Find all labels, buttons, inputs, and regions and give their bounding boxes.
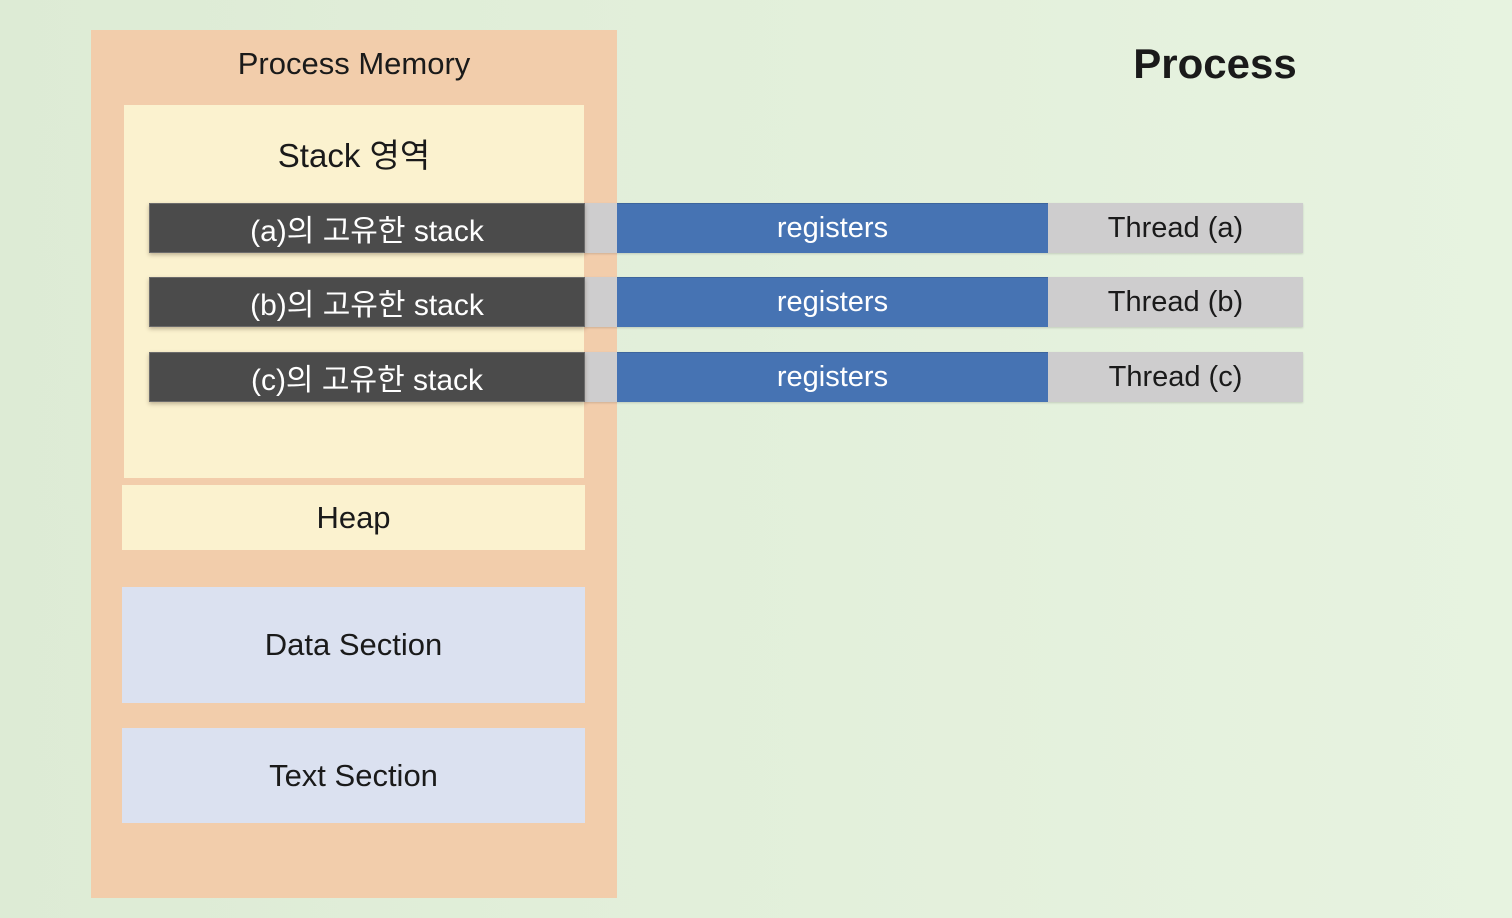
process-memory-title: Process Memory (237, 46, 471, 81)
stack-region-label: Stack 영역 (277, 137, 431, 174)
process-memory-box: Process Memory Stack 영역 Heap Data Sectio… (91, 30, 617, 898)
data-section-box: Data Section (122, 587, 585, 703)
heap-box: Heap (122, 485, 585, 550)
thread-row-a: (a)의 고유한 stack registers Thread (a) (0, 203, 1512, 253)
registers-bar-b: registers (617, 277, 1048, 327)
thread-label-b: Thread (b) (1107, 285, 1244, 318)
thread-label-a: Thread (a) (1107, 211, 1244, 244)
thread-row-c: (c)의 고유한 stack registers Thread (c) (0, 352, 1512, 402)
thread-row-b: (b)의 고유한 stack registers Thread (b) (0, 277, 1512, 327)
text-section-box: Text Section (122, 728, 585, 823)
registers-bar-a: registers (617, 203, 1048, 253)
thread-label-c: Thread (c) (1108, 360, 1243, 393)
stack-bar-a: (a)의 고유한 stack (149, 203, 585, 253)
stack-bar-b: (b)의 고유한 stack (149, 277, 585, 327)
stack-bar-c: (c)의 고유한 stack (149, 352, 585, 402)
registers-bar-c: registers (617, 352, 1048, 402)
process-title: Process (1133, 40, 1297, 87)
